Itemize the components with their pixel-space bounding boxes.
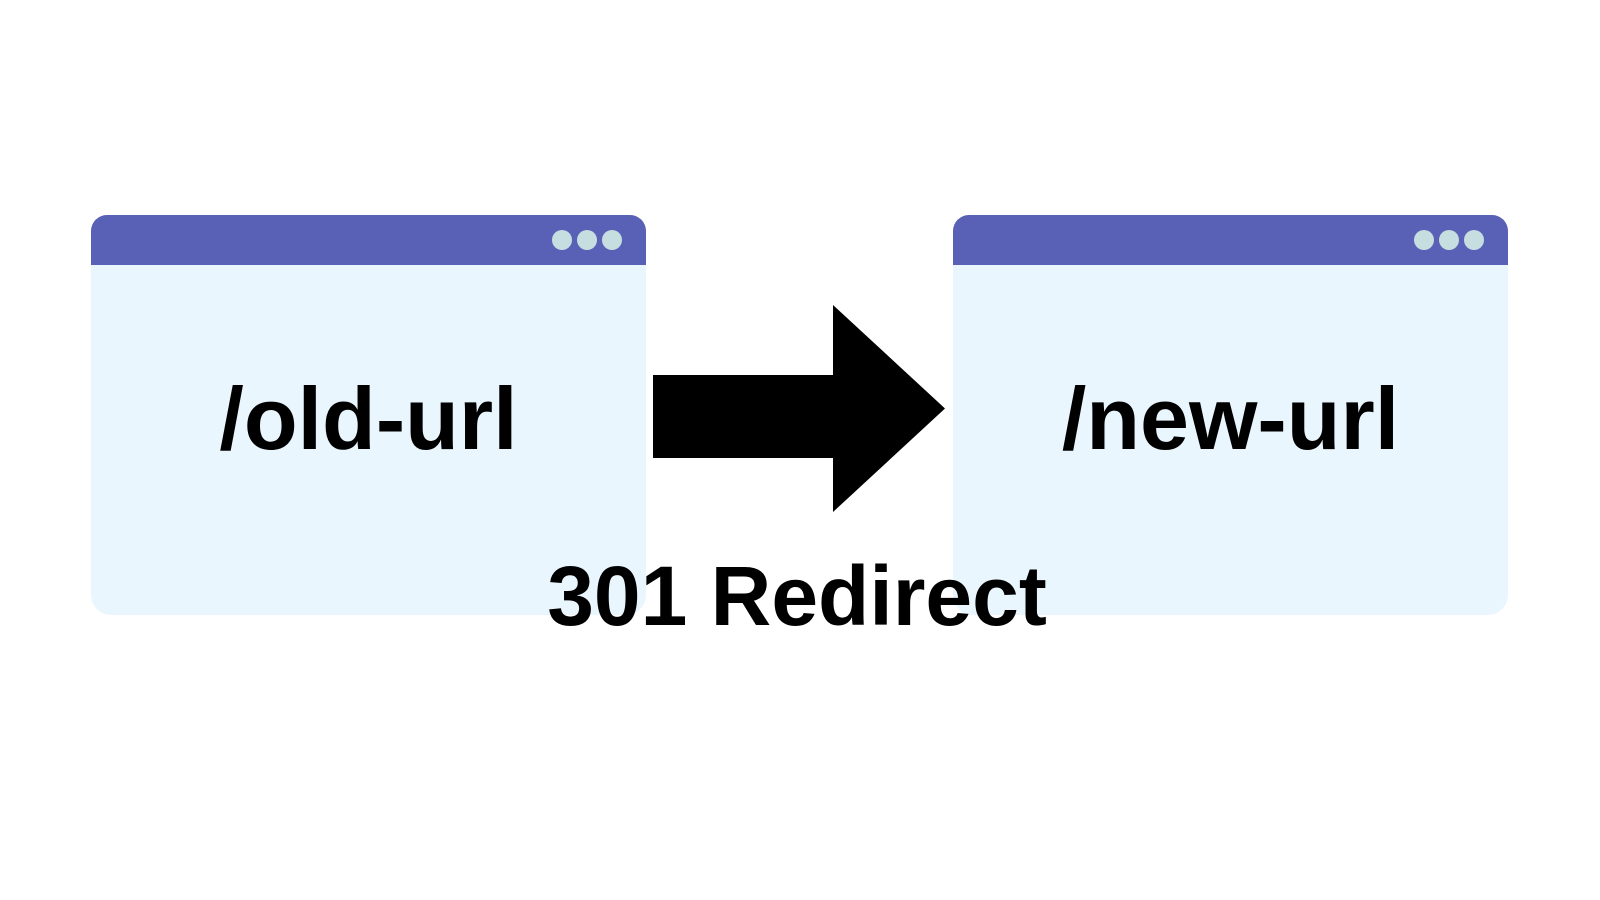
- window-control-dot-icon: [1414, 230, 1434, 250]
- new-url-label: /new-url: [1061, 369, 1400, 468]
- browser-window-new: /new-url: [953, 215, 1508, 615]
- window-control-dot-icon: [577, 230, 597, 250]
- window-control-dot-icon: [552, 230, 572, 250]
- window-control-dot-icon: [602, 230, 622, 250]
- window-titlebar: [91, 215, 646, 265]
- window-control-dot-icon: [1464, 230, 1484, 250]
- window-control-dot-icon: [1439, 230, 1459, 250]
- redirect-caption: 301 Redirect: [547, 549, 1047, 643]
- browser-window-old: /old-url: [91, 215, 646, 615]
- old-url-label: /old-url: [219, 369, 518, 468]
- right-arrow-icon: [653, 305, 945, 512]
- redirect-arrow: [653, 305, 945, 512]
- window-titlebar: [953, 215, 1508, 265]
